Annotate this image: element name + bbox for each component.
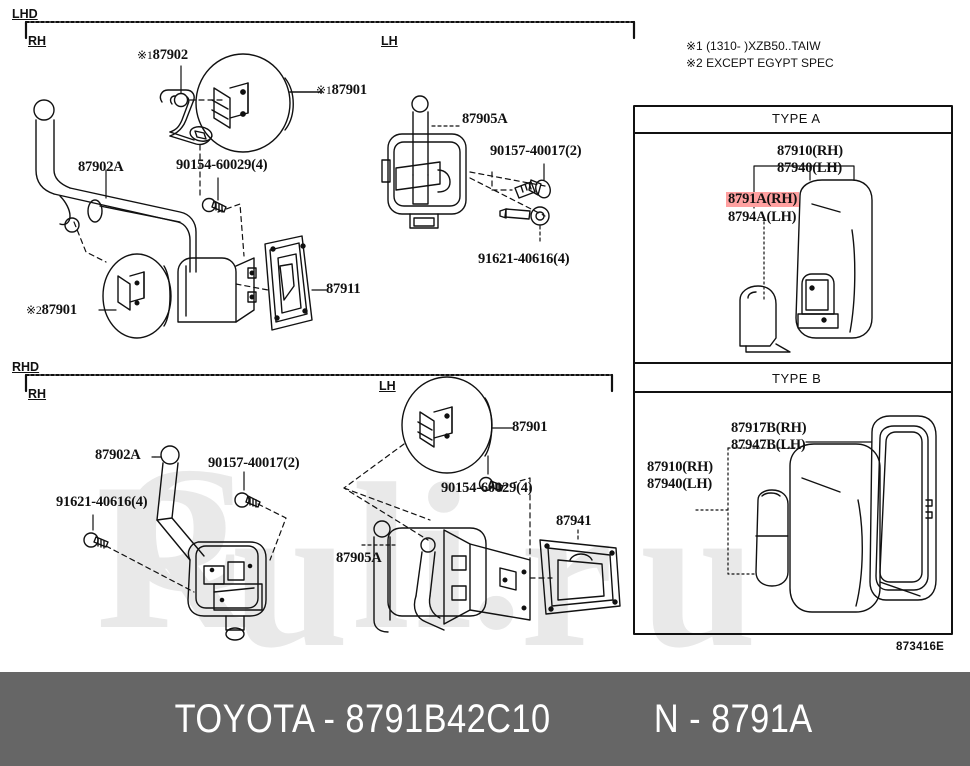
label-lhd-lh-90157: 90157-40017(2) [490, 143, 582, 159]
label-lhd-lh-91621: 91621-40616(4) [478, 251, 570, 267]
label-rhd-lh-87941: 87941 [556, 513, 592, 529]
part-number-text: 87902 [152, 47, 188, 63]
hand-label-lhd-rh: RH [28, 34, 47, 48]
label-type-b-87910: 87910(RH) [647, 459, 713, 475]
dash-housing-to-bolt2 [469, 177, 546, 217]
bolt-rhd-91621 [83, 532, 109, 549]
rhd-lh-stay-87905a [373, 520, 445, 633]
label-rhd-lh-87901: 87901 [512, 419, 548, 435]
lhd-lh-bracket-housing [381, 133, 467, 229]
lhd-rh-base-block [177, 257, 257, 323]
label-type-a-8794a: 8794A(LH) [728, 209, 797, 225]
note-2: ※2 EXCEPT EGYPT SPEC [686, 56, 834, 70]
bolt-rhd-lh-90154 [478, 476, 504, 492]
lhd-lh-stay-87905a [411, 95, 429, 205]
bottom-banner: TOYOTA - 8791B42C10 N - 8791A [0, 672, 970, 766]
lhd-rh-rod-87902a [33, 99, 197, 273]
rhd-lh-bracket [387, 527, 531, 625]
label-rhd-lh-90154: 90154-60029(4) [441, 480, 533, 496]
label-rhd-rh-90157: 90157-40017(2) [208, 455, 300, 471]
label-lhd-rh-87902: ※187902 [137, 47, 188, 63]
part-number-text: 87901 [331, 82, 367, 98]
label-rhd-rh-91621: 91621-40616(4) [56, 494, 148, 510]
label-lhd-lh-87905a: 87905A [462, 111, 508, 127]
star-mark-1b: ※1 [316, 83, 332, 97]
type-b-header: TYPE B [772, 371, 822, 386]
label-lhd-rh-87901-bottom: ※287901 [26, 302, 77, 318]
label-rhd-rh-87902a: 87902A [95, 447, 141, 463]
label-type-b-87940: 87940(LH) [647, 476, 713, 492]
rhd-lh-gasket-87941 [539, 539, 621, 615]
label-type-b-87917b: 87917B(RH) [731, 420, 807, 436]
dash-bolt-to-block [217, 203, 245, 257]
label-rhd-lh-87905a: 87905A [336, 550, 382, 566]
bolt-90157-40017 [514, 179, 551, 199]
bolt-91621-40616 [499, 206, 550, 226]
lhd-rh-mirror-head-lower [102, 253, 172, 339]
dash-block-to-gasket [235, 283, 269, 291]
hand-label-rhd-lh: LH [379, 379, 396, 393]
type-panel-frame [633, 105, 953, 635]
bolt-rhd-90157 [234, 492, 261, 508]
dash-housing-to-bolt1 [469, 171, 546, 187]
label-type-a-87910: 87910(RH) [777, 143, 843, 159]
label-type-a-87940: 87940(LH) [777, 160, 843, 176]
label-type-a-8791a-highlighted: 8791A(RH) [726, 191, 800, 208]
bolt-90154-upper [201, 197, 227, 213]
dash-rod-to-head [73, 221, 107, 263]
hand-label-rhd-rh: RH [28, 387, 47, 401]
rhd-lh-mirror-87901 [401, 376, 493, 474]
dash-bolt-guide [491, 171, 513, 191]
dash-rhd-lh-bolt [502, 477, 531, 561]
dash-rhd-bolt2 [105, 545, 195, 593]
banner-brand-part-number: TOYOTA - 8791B42C10 [174, 696, 551, 741]
lhd-rh-gasket-87911 [264, 235, 313, 331]
exploded-parts-illustration [24, 20, 953, 641]
leader-type-a-87910 [753, 165, 811, 209]
lhd-rh-arm-87902 [159, 89, 213, 146]
lhd-rh-mirror-head [195, 53, 294, 153]
diagram-code: 873416E [896, 641, 945, 653]
banner-figure-reference: N - 8791A [654, 696, 813, 741]
star-mark-2: ※2 [26, 303, 42, 317]
label-lhd-rh-90154: 90154-60029(4) [176, 157, 268, 173]
rhd-rh-housing [187, 541, 267, 641]
star-mark-1: ※1 [137, 48, 153, 62]
section-title-rhd: RHD [12, 360, 40, 374]
type-a-header: TYPE A [772, 111, 821, 126]
part-number-text: 87901 [41, 302, 77, 318]
section-title-lhd: LHD [12, 7, 38, 21]
type-b-illustration [755, 415, 937, 613]
dash-rhd-bolt1 [257, 503, 287, 561]
label-type-b-87947b: 87947B(LH) [731, 437, 806, 453]
hand-label-lhd-lh: LH [381, 34, 398, 48]
label-lhd-rh-87902a: 87902A [78, 159, 124, 175]
note-1: ※1 (1310- )XZB50..TAIW [686, 39, 821, 53]
label-lhd-rh-87901-top: ※187901 [316, 82, 367, 98]
type-a-illustration [739, 179, 873, 353]
label-lhd-rh-87911: 87911 [326, 281, 361, 297]
